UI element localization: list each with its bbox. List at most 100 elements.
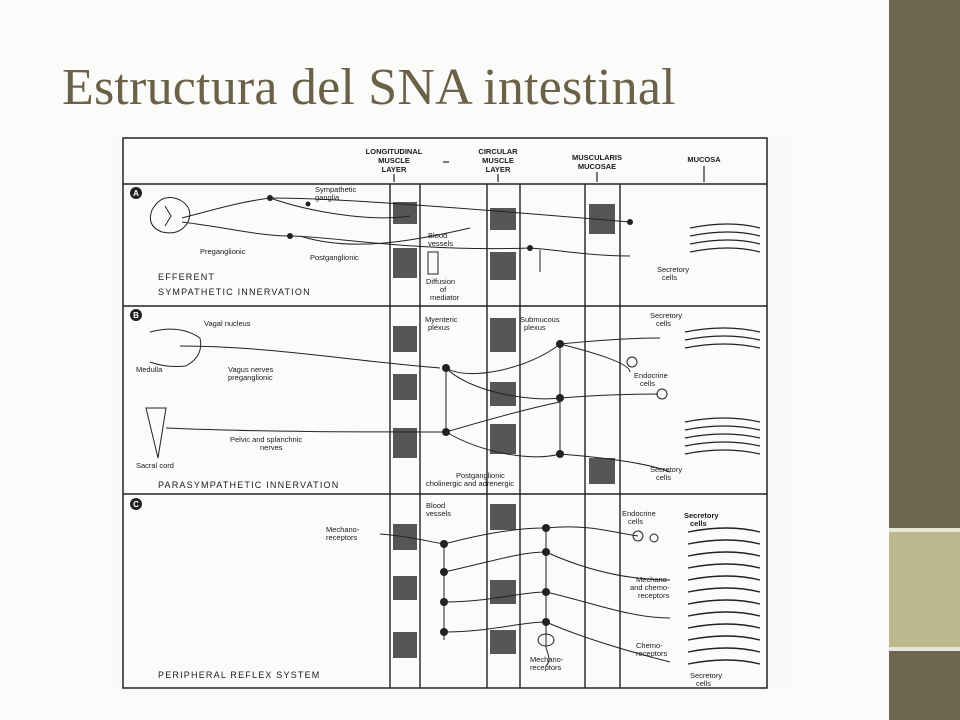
panel-b-letter: B xyxy=(133,311,139,320)
panel-b-villi xyxy=(684,327,761,455)
layer-column-lines xyxy=(389,184,621,688)
panel-a-caption: EFFERENT SYMPATHETIC INNERVATION xyxy=(158,272,311,297)
sidebar-light-strip-3 xyxy=(889,647,960,651)
svg-text:LAYER: LAYER xyxy=(486,165,511,174)
panel-a-blood-vessel-icon xyxy=(427,251,439,275)
panel-b-caption: PARASYMPATHETIC INNERVATION xyxy=(158,480,339,490)
svg-text:CIRCULAR: CIRCULAR xyxy=(478,147,518,156)
svg-text:Blood: Blood xyxy=(428,231,447,240)
svg-text:Endocrine: Endocrine xyxy=(622,509,656,518)
svg-text:Submucous: Submucous xyxy=(520,315,560,324)
svg-text:Mechano-: Mechano- xyxy=(530,655,564,664)
panel-b-secretory-bottom-label: Secretory cells xyxy=(650,465,682,482)
panel-c-mechano-chemo-label: Mechano- and chemo- receptors xyxy=(630,575,670,600)
panel-c-villi xyxy=(687,527,761,665)
svg-text:cells: cells xyxy=(656,319,671,328)
panel-b-sacral-label: Sacral cord xyxy=(136,461,174,470)
panel-c-mechano-bottom-label: Mechano- receptors xyxy=(530,655,564,672)
svg-text:SYMPATHETIC INNERVATION: SYMPATHETIC INNERVATION xyxy=(158,287,311,297)
svg-text:Secretory: Secretory xyxy=(657,265,689,274)
svg-text:EFFERENT: EFFERENT xyxy=(158,272,215,282)
panel-b-vagus-label: Vagus nerves preganglionic xyxy=(228,365,274,382)
panel-c-plexus-cells xyxy=(440,524,550,636)
header-muscularis-label: MUSCULARIS MUCOSAE xyxy=(572,153,622,171)
panel-c-letter: C xyxy=(133,500,139,509)
svg-text:receptors: receptors xyxy=(326,533,358,542)
panel-b-letter-badge xyxy=(130,309,142,321)
svg-text:cells: cells xyxy=(696,679,711,688)
panel-c-secretory-label: Secretory cells xyxy=(684,511,719,528)
svg-text:cells: cells xyxy=(656,473,671,482)
panel-b-vagal-label: Vagal nucleus xyxy=(204,319,251,328)
svg-text:Secretory: Secretory xyxy=(650,311,682,320)
panel-b-postganglionic-label: Postganglionic cholinergic and adrenergi… xyxy=(426,471,514,488)
svg-text:Vagus nerves: Vagus nerves xyxy=(228,365,274,374)
panel-a-ganglion-cells xyxy=(267,195,633,251)
svg-text:ganglia: ganglia xyxy=(315,193,340,202)
svg-text:and chemo-: and chemo- xyxy=(630,583,670,592)
svg-text:Mechano-: Mechano- xyxy=(326,525,360,534)
svg-text:MUSCLE: MUSCLE xyxy=(378,156,410,165)
svg-text:Secretory: Secretory xyxy=(650,465,682,474)
svg-text:Postganglionic: Postganglionic xyxy=(456,471,505,480)
svg-text:cells: cells xyxy=(640,379,655,388)
panel-b-endocrine-cells xyxy=(626,356,668,400)
slide-title: Estructura del SNA intestinal xyxy=(62,59,676,116)
panel-a-ganglia-label: Sympathetic ganglia xyxy=(315,185,357,202)
panel-b-sacral-shape xyxy=(145,407,167,459)
panel-b-medulla-label: Medulla xyxy=(136,365,163,374)
ens-diagram-svg: LONGITUDINAL MUSCLE LAYER CIRCULAR MUSCL… xyxy=(122,137,768,689)
svg-text:MUSCLE: MUSCLE xyxy=(482,156,514,165)
panel-a-villi xyxy=(689,223,761,253)
panel-c-endocrine-cells xyxy=(537,530,659,647)
panel-c-mechano-label: Mechano- receptors xyxy=(326,525,360,542)
svg-text:of: of xyxy=(440,285,447,294)
header-arrows xyxy=(393,161,705,182)
svg-text:vessels: vessels xyxy=(426,509,451,518)
svg-text:cells: cells xyxy=(628,517,643,526)
muscle-texture xyxy=(393,202,615,658)
svg-text:plexus: plexus xyxy=(428,323,450,332)
svg-text:vessels: vessels xyxy=(428,239,453,248)
panel-c-secretory-bottom-label: Secretory cells xyxy=(690,671,722,688)
panel-a-blood-vessels-label: Blood vessels xyxy=(428,231,453,248)
svg-text:cells: cells xyxy=(662,273,677,282)
panel-a-letter-badge xyxy=(130,187,142,199)
panel-c-chemo-label: Chemo- receptors xyxy=(636,641,668,658)
svg-text:Chemo-: Chemo- xyxy=(636,641,663,650)
sidebar-light-strip-1 xyxy=(889,528,960,532)
panel-a-neurons xyxy=(181,197,631,272)
svg-text:Sympathetic: Sympathetic xyxy=(315,185,357,194)
panel-c-blood-vessels-label: Blood vessels xyxy=(426,501,451,518)
svg-text:mediator: mediator xyxy=(430,293,460,302)
panel-b-pelvic-label: Pelvic and splanchnic nerves xyxy=(230,435,302,452)
panel-a-spinal-cord xyxy=(149,197,191,234)
panel-c-letter-badge xyxy=(130,498,142,510)
panel-b-secretory-top-label: Secretory cells xyxy=(650,311,682,328)
svg-text:nerves: nerves xyxy=(260,443,283,452)
svg-text:cholinergic and adrenergic: cholinergic and adrenergic xyxy=(426,479,514,488)
panel-b-plexus-cells xyxy=(442,340,564,458)
panel-b-myenteric-label: Myenteric plexus xyxy=(425,315,458,332)
panel-c-caption: PERIPHERAL REFLEX SYSTEM xyxy=(158,670,321,680)
panel-b-submucous-label: Submucous plexus xyxy=(520,315,560,332)
svg-text:receptors: receptors xyxy=(638,591,670,600)
panel-a-diffusion-label: Diffusion of mediator xyxy=(426,277,460,302)
svg-text:Myenteric: Myenteric xyxy=(425,315,458,324)
svg-text:Diffusion: Diffusion xyxy=(426,277,455,286)
panel-b-medulla-shape xyxy=(149,328,202,367)
header-mucosa-label: MUCOSA xyxy=(687,155,721,164)
svg-text:Mechano-: Mechano- xyxy=(636,575,670,584)
panel-c-endocrine-label: Endocrine cells xyxy=(622,509,656,526)
panel-a-postganglionic-label: Postganglionic xyxy=(310,253,359,262)
svg-text:cells: cells xyxy=(690,519,707,528)
panel-a-secretory-label: Secretory cells xyxy=(657,265,689,282)
svg-text:MUSCULARIS: MUSCULARIS xyxy=(572,153,622,162)
ens-diagram: LONGITUDINAL MUSCLE LAYER CIRCULAR MUSCL… xyxy=(110,132,794,694)
svg-text:MUCOSAE: MUCOSAE xyxy=(578,162,616,171)
svg-text:Secretory: Secretory xyxy=(684,511,719,520)
svg-text:Endocrine: Endocrine xyxy=(634,371,668,380)
sidebar-light-strip-2 xyxy=(889,532,960,647)
svg-text:receptors: receptors xyxy=(530,663,562,672)
header-longitudinal-label: LONGITUDINAL MUSCLE LAYER xyxy=(366,147,423,174)
